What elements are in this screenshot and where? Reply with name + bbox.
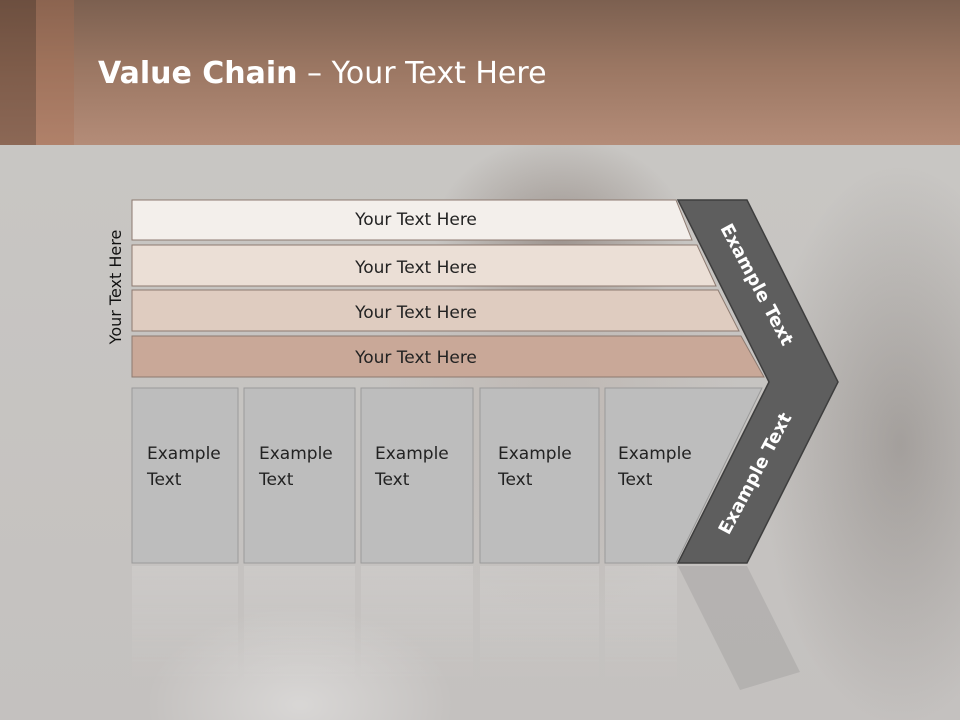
box-1-line2: Text [146, 470, 182, 490]
box-2-line1: Example [259, 444, 333, 464]
header-bar [0, 0, 960, 145]
band-4 [131, 335, 765, 378]
header-accent-stripe-2 [36, 0, 74, 145]
activity-box-2 [243, 387, 356, 564]
diagram-reflection [132, 566, 800, 690]
band-2-label: Your Text Here [354, 258, 477, 278]
box-2-line2: Text [258, 470, 294, 490]
activity-box-4 [479, 387, 600, 564]
slide-title-bold: Value Chain [98, 56, 298, 91]
band-4-label: Your Text Here [354, 348, 477, 368]
box-3-line2: Text [374, 470, 410, 490]
band-3-label: Your Text Here [354, 303, 477, 323]
slide-title-rest: – Your Text Here [297, 56, 547, 91]
activity-box-3 [360, 387, 474, 564]
box-3-line1: Example [375, 444, 449, 464]
activity-box-1 [131, 387, 239, 564]
activity-box-5 [604, 387, 763, 564]
box-5-line2: Text [617, 470, 653, 490]
band-2 [131, 244, 717, 287]
band-1 [131, 199, 693, 241]
band-1-label: Your Text Here [354, 210, 477, 230]
band-3 [131, 289, 740, 332]
box-1-line1: Example [147, 444, 221, 464]
box-5-line1: Example [618, 444, 692, 464]
slide-title: Value Chain – Your Text Here [98, 54, 547, 94]
header-accent-stripe [0, 0, 36, 145]
box-4-line1: Example [498, 444, 572, 464]
box-4-line2: Text [497, 470, 533, 490]
chevron-arrow [676, 199, 839, 564]
